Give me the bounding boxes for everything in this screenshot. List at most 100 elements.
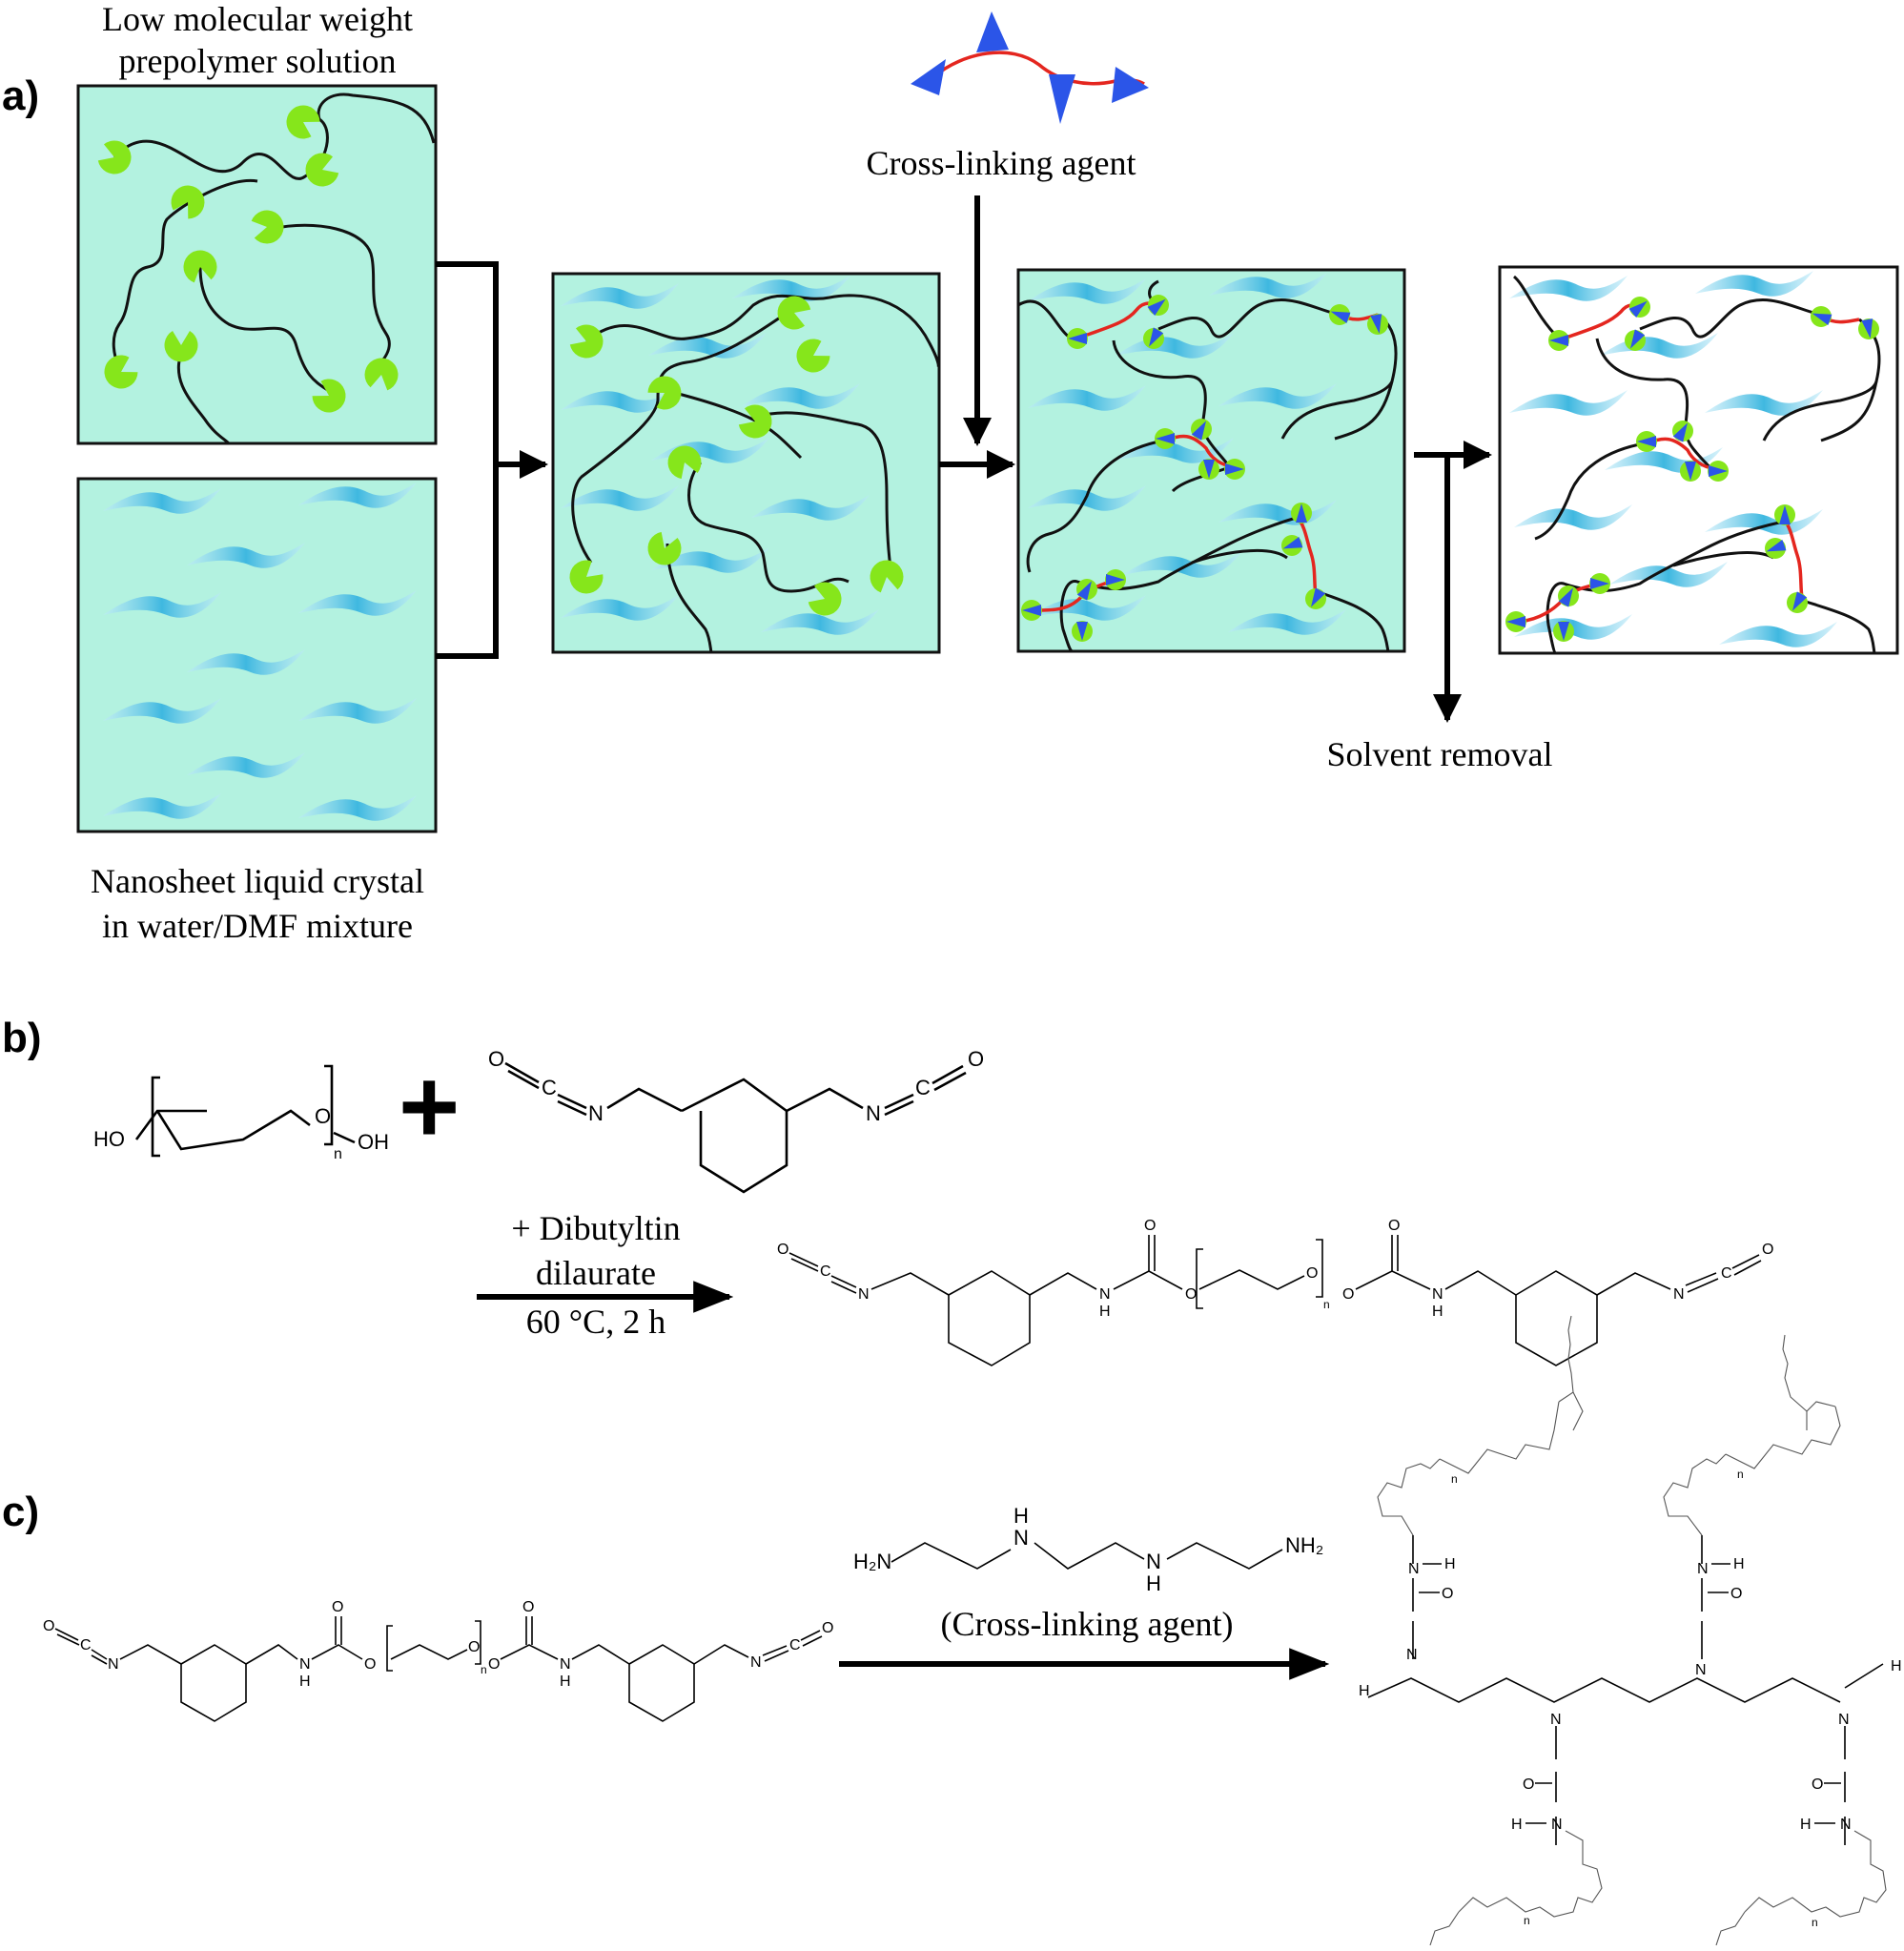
net-o2: O [1730, 1586, 1742, 1602]
diisocyanate-structure: O C N N C O [488, 1047, 984, 1194]
net-n8: N [1840, 1817, 1852, 1833]
network-structure: N H N N N H O N H n O N H n [1359, 1315, 1902, 1946]
panel-b-label: b) [2, 1015, 42, 1061]
react-o3: O [364, 1656, 376, 1673]
peg-n: n [334, 1146, 342, 1162]
prod-o5: O [1342, 1286, 1354, 1303]
net-n2: N [1550, 1712, 1562, 1728]
net-n6: N [1697, 1561, 1709, 1577]
react-o1: O [43, 1618, 54, 1634]
prod-o3: O [1185, 1286, 1197, 1303]
amine-n1: N [1013, 1526, 1029, 1550]
react-o5: O [488, 1656, 500, 1673]
net-n1: N [1406, 1647, 1418, 1663]
panel-c-label: c) [2, 1489, 39, 1535]
react-nh-h1: H [299, 1674, 311, 1690]
prod-c2: C [1721, 1265, 1732, 1282]
panel-a: a) Low molecular weight prepolymer solut… [2, 0, 1899, 945]
prepolymer-caption-line2: prepolymer solution [119, 42, 397, 80]
net-o3: O [1523, 1776, 1534, 1793]
crosslinks-group-2 [1505, 296, 1879, 642]
prod-o7: O [1762, 1242, 1773, 1258]
prod-nh-h1: H [1099, 1304, 1111, 1320]
diiso-o2: O [968, 1047, 984, 1071]
react-c2: C [789, 1637, 801, 1653]
net-h4: H [1891, 1658, 1902, 1674]
net-nsub-2: n [1737, 1468, 1744, 1481]
diiso-n2: N [866, 1101, 881, 1125]
plus-sign: + [399, 1048, 460, 1165]
panel-b: b) HO O n OH + O C N N C O [2, 1015, 1773, 1366]
nanosheet-box [76, 477, 438, 833]
prod-n1: N [858, 1286, 870, 1303]
react-nh-n1: N [299, 1656, 311, 1673]
react-nh-h2: H [560, 1674, 571, 1690]
net-h5: H [1444, 1556, 1456, 1572]
amine-structure: H₂N N H N H NH₂ [853, 1504, 1323, 1595]
solvent-removal-caption: Solvent removal [1327, 735, 1553, 773]
net-nsub-1: n [1451, 1472, 1458, 1486]
net-n4: N [1838, 1712, 1850, 1728]
amine-n2: N [1146, 1550, 1161, 1573]
prod-o4: O [1306, 1265, 1318, 1282]
amine-h1: H [1013, 1504, 1029, 1528]
react-o6: O [522, 1599, 534, 1615]
crosslinker-icon [911, 11, 1149, 124]
prepolymer-product-structure: O C N N H O O O n O O N H [777, 1218, 1773, 1366]
conditions-line3: 60 °C, 2 h [526, 1303, 665, 1341]
prod-nh-h2: H [1432, 1304, 1443, 1320]
amine-nh2: NH₂ [1285, 1533, 1323, 1557]
net-nsub-4: n [1812, 1916, 1818, 1929]
prod-n2: N [1673, 1286, 1685, 1303]
net-h8: H [1800, 1817, 1812, 1833]
net-n3: N [1695, 1662, 1707, 1678]
nanosheet-caption-line1: Nanosheet liquid crystal [91, 862, 424, 900]
react-n1: N [108, 1656, 119, 1673]
net-n5: N [1408, 1561, 1420, 1577]
react-o4: O [468, 1639, 480, 1655]
prod-o1: O [777, 1242, 788, 1258]
merge-arrow [436, 261, 548, 659]
react-nh-n2: N [560, 1656, 571, 1673]
react-o2: O [332, 1599, 343, 1615]
peg-ho: HO [93, 1127, 125, 1151]
solvent-removal-arrows [1414, 441, 1492, 723]
panel-c: c) O C N N H O O O n O O N [2, 1315, 1902, 1946]
crosslinks-group-1 [1021, 294, 1388, 642]
prod-nh-n1: N [1099, 1286, 1111, 1303]
crosslinker-caption: Cross-linking agent [867, 144, 1136, 182]
diiso-c1: C [542, 1076, 557, 1099]
peg-oh: OH [358, 1130, 389, 1154]
dried-box [1498, 265, 1899, 655]
react-n-sub: n [481, 1663, 487, 1676]
react-o7: O [822, 1620, 833, 1636]
crosslink-arrows [939, 195, 1015, 479]
net-h6: H [1733, 1556, 1745, 1572]
amine-h2: H [1146, 1571, 1161, 1595]
net-nsub-3: n [1524, 1914, 1530, 1927]
crosslinker-caption-c: (Cross-linking agent) [941, 1605, 1234, 1643]
peg-structure: HO O n OH [93, 1064, 389, 1162]
net-n7: N [1551, 1817, 1563, 1833]
net-o1: O [1442, 1586, 1453, 1602]
react-c1: C [80, 1637, 92, 1653]
diiso-n1: N [588, 1101, 604, 1125]
mixture-box [551, 272, 941, 654]
react-n2: N [750, 1654, 762, 1671]
amine-h2n: H₂N [853, 1550, 891, 1573]
net-h7: H [1511, 1817, 1523, 1833]
net-h1: H [1359, 1683, 1370, 1699]
prod-nh-n2: N [1432, 1286, 1443, 1303]
conditions-line2: dilaurate [536, 1254, 656, 1292]
prod-n-sub: n [1323, 1298, 1330, 1311]
prod-o6: O [1388, 1218, 1400, 1234]
diiso-c2: C [915, 1076, 931, 1099]
crosslinked-box [1016, 268, 1406, 653]
prepolymer-caption-line1: Low molecular weight [102, 0, 413, 38]
conditions-line1: + Dibutyltin [511, 1209, 680, 1247]
peg-o: O [315, 1104, 331, 1128]
prod-c1: C [820, 1263, 831, 1280]
prod-o2: O [1144, 1218, 1156, 1234]
prepolymer-reactant-structure: O C N N H O O O n O O N H [43, 1599, 833, 1722]
